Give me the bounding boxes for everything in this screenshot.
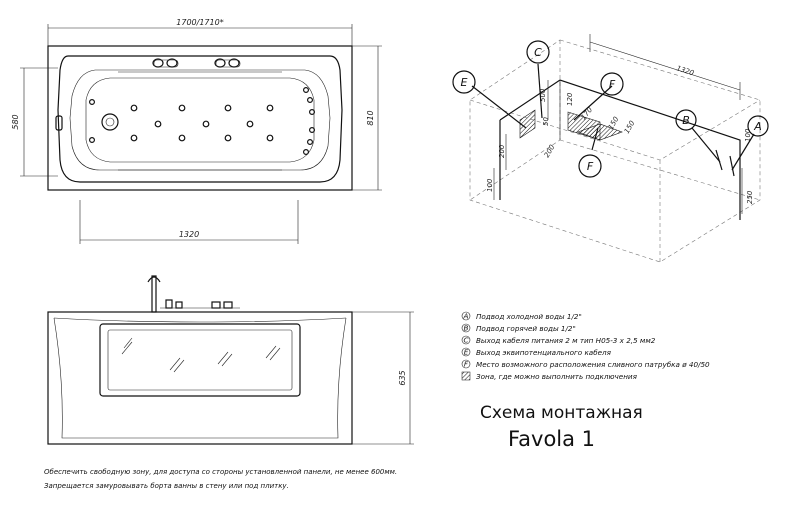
front-view: 635 bbox=[47, 275, 414, 445]
svg-text:E: E bbox=[461, 76, 468, 89]
faucet-icon bbox=[147, 275, 240, 313]
svg-text:Подвод холодной воды 1/2": Подвод холодной воды 1/2" bbox=[476, 312, 582, 321]
svg-text:Зона, где можно выполнить под: Зона, где можно выполнить подключения bbox=[476, 372, 638, 381]
legend-item-c: C Выход кабеля питания 2 м тип H05-3 x 2… bbox=[461, 336, 656, 345]
svg-text:F: F bbox=[587, 160, 594, 173]
dim-150-b: 150 bbox=[623, 119, 637, 135]
front-panel bbox=[99, 323, 301, 397]
legend-item-b: B Подвод горячей воды 1/2" bbox=[461, 324, 576, 333]
marker-f-bottom: F bbox=[578, 154, 602, 178]
svg-text:Выход кабеля питания 2 м тип: Выход кабеля питания 2 м тип H05-3 x 2,5… bbox=[476, 336, 656, 345]
dim-100-left: 100 bbox=[486, 178, 494, 192]
dim-500: 500 bbox=[539, 88, 547, 102]
isometric-view: 1320 500 50 200 200 100 150 150 120 170 … bbox=[452, 34, 769, 263]
tub-floor-outline bbox=[85, 77, 315, 163]
drain-icon bbox=[101, 113, 119, 131]
legend-item-f: F Место возможного расположения сливного… bbox=[461, 360, 710, 369]
glass-reflections bbox=[121, 337, 281, 373]
svg-text:B: B bbox=[464, 324, 469, 333]
legend-item-hatch: Зона, где можно выполнить подключения bbox=[461, 371, 638, 381]
marker-b: B bbox=[675, 109, 697, 131]
dim-50: 50 bbox=[542, 117, 550, 126]
legend: A Подвод холодной воды 1/2" B Подвод гор… bbox=[461, 312, 710, 381]
dim-250: 250 bbox=[746, 190, 754, 204]
svg-text:C: C bbox=[463, 336, 468, 345]
tub-basin-outline bbox=[69, 69, 331, 171]
dim-100-right: 100 bbox=[744, 128, 752, 142]
legend-item-a: A Подвод холодной воды 1/2" bbox=[461, 312, 582, 321]
legend-item-e: E Выход эквипотенциального кабеля bbox=[461, 348, 612, 357]
svg-text:C: C bbox=[534, 46, 542, 59]
marker-e: E bbox=[452, 70, 476, 94]
drain-zone bbox=[577, 123, 623, 141]
top-view: 1700/1710* 580 810 1320 bbox=[11, 18, 382, 244]
dim-120: 120 bbox=[566, 92, 574, 106]
dim-1320: 1320 bbox=[675, 64, 695, 77]
hydromassage-jets bbox=[88, 86, 316, 156]
marker-f-top: F bbox=[600, 72, 624, 96]
svg-text:Место возможного расположения: Место возможного расположения сливного п… bbox=[476, 360, 710, 369]
connection-zone-left bbox=[519, 109, 536, 139]
svg-text:A: A bbox=[753, 120, 762, 133]
tub-rim-outline bbox=[57, 55, 343, 183]
svg-text:B: B bbox=[682, 114, 690, 127]
tub-front-outline bbox=[47, 311, 353, 445]
dim-200-right: 200 bbox=[543, 143, 557, 159]
glass-panel bbox=[107, 329, 293, 391]
overflow-icon bbox=[55, 115, 63, 131]
marker-a: A bbox=[747, 115, 769, 137]
dim-150-a: 150 bbox=[607, 115, 621, 131]
svg-text:F: F bbox=[609, 78, 616, 91]
note-no-tiling: Запрещается замуровывать борта ванны в с… bbox=[44, 482, 289, 490]
dim-200-left: 200 bbox=[498, 144, 506, 158]
svg-text:A: A bbox=[463, 312, 469, 321]
marker-c: C bbox=[526, 40, 550, 64]
dim-height: 635 bbox=[398, 370, 407, 385]
svg-text:Подвод горячей воды 1/2": Подвод горячей воды 1/2" bbox=[476, 324, 576, 333]
svg-text:Выход эквипотенциального кабел: Выход эквипотенциального кабеля bbox=[476, 348, 612, 357]
dim-inner-length: 1320 bbox=[179, 230, 199, 239]
tub-outer-outline bbox=[47, 45, 353, 191]
dim-width-inner: 580 bbox=[11, 114, 20, 129]
faucet-handles bbox=[152, 58, 241, 68]
product-name: Favola 1 bbox=[508, 427, 595, 451]
svg-text:E: E bbox=[464, 348, 469, 357]
note-access-zone: Обеспечить свободную зону, для доступа с… bbox=[44, 468, 397, 476]
svg-text:F: F bbox=[464, 360, 469, 369]
dim-overall-length: 1700/1710* bbox=[176, 18, 223, 27]
dim-width-outer: 810 bbox=[366, 110, 375, 125]
drawing-title: Схема монтажная bbox=[480, 403, 643, 423]
